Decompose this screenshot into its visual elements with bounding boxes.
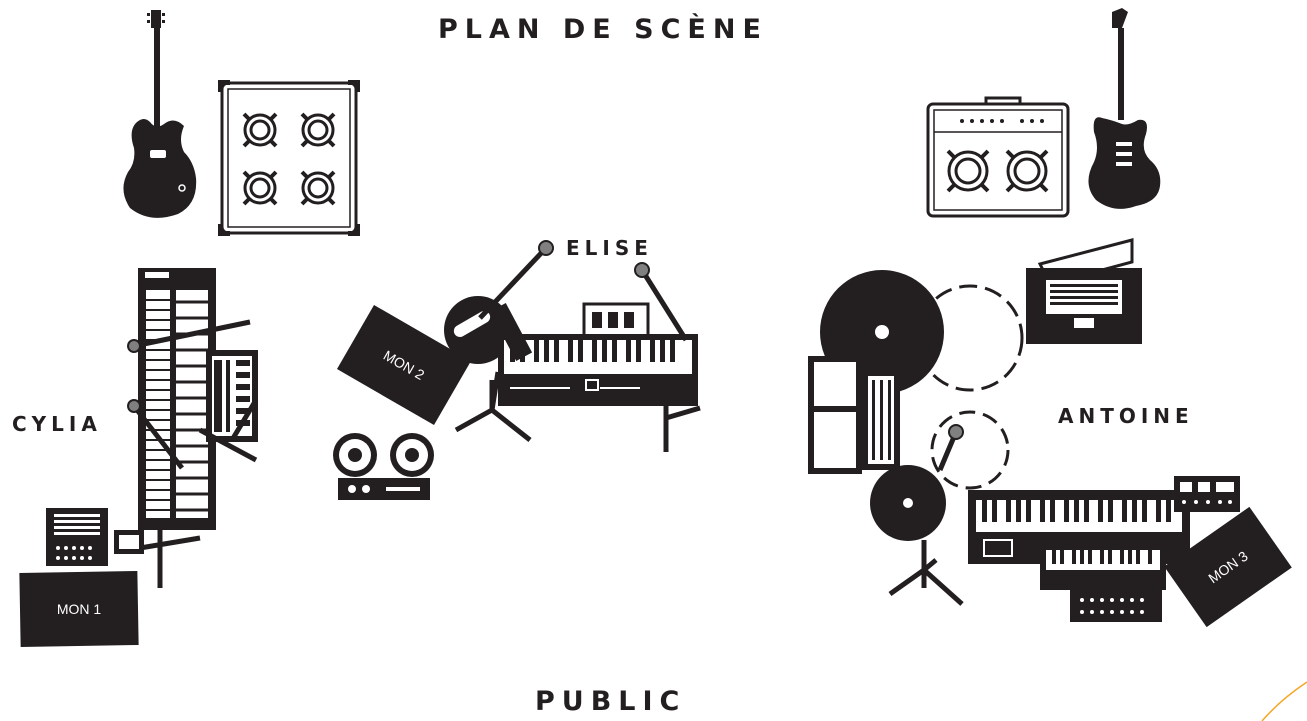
cylia-mic-stands bbox=[127, 319, 259, 588]
musician-label-antoine: ANTOINE bbox=[1058, 404, 1194, 428]
turntable-bottom bbox=[870, 410, 1010, 606]
monitor-mon2: MON 2 bbox=[337, 304, 471, 426]
antoine-rack bbox=[808, 356, 900, 474]
cylia-effects-units bbox=[46, 508, 144, 566]
musician-label-elise: ELISE bbox=[566, 236, 653, 260]
page-title: PLAN DE SCÈNE bbox=[438, 14, 768, 45]
reel-to-reel-icon bbox=[330, 430, 438, 500]
musician-label-cylia: CYLIA bbox=[12, 412, 102, 436]
elise-keyboard bbox=[498, 302, 698, 406]
guitar-amp-icon bbox=[926, 96, 1070, 218]
monitor-mon1-label: MON 1 bbox=[57, 601, 102, 617]
laptop-icon bbox=[1026, 238, 1142, 344]
accent-arc bbox=[1261, 681, 1307, 721]
audience-label: PUBLIC bbox=[535, 686, 687, 717]
monitor-mon3: MON 3 bbox=[1164, 506, 1292, 628]
elise-mic-stands bbox=[454, 240, 701, 452]
electric-guitar-icon bbox=[1088, 8, 1161, 209]
monitor-mon1: MON 1 bbox=[19, 570, 139, 648]
cylia-keyboard-stack bbox=[138, 268, 258, 530]
antoine-synth-main bbox=[968, 476, 1240, 622]
bass-cabinet-icon bbox=[218, 80, 360, 236]
bass-guitar-icon bbox=[123, 10, 197, 218]
